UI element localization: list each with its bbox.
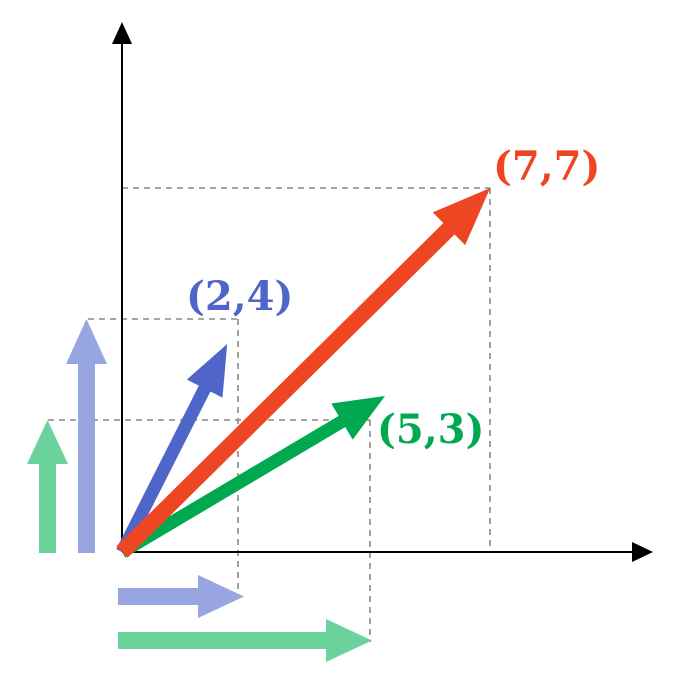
green-vector-arrow	[118, 396, 385, 558]
green-vector-shaft	[118, 413, 349, 558]
red-vector-arrow	[116, 188, 491, 558]
blue-x-component-arrow	[118, 575, 244, 618]
blue-vector-head	[186, 344, 228, 398]
vectors	[116, 188, 491, 558]
axes	[121, 42, 635, 553]
green-x-component-arrow	[118, 619, 372, 662]
blue-y-component-arrow	[66, 319, 107, 553]
red-vector-shaft	[116, 220, 458, 558]
green-y-component-arrow	[27, 420, 68, 553]
label-red-vector: (7,7)	[493, 143, 600, 190]
component-arrows	[27, 319, 372, 662]
blue-vector-arrow	[116, 344, 228, 555]
green-vector-head	[331, 396, 385, 440]
y-axis-arrowhead	[112, 22, 132, 44]
label-green-vector: (5,3)	[377, 406, 484, 453]
x-axis-arrowhead	[632, 542, 653, 562]
label-blue-vector: (2,4)	[186, 273, 293, 320]
blue-vector-shaft	[116, 382, 213, 555]
red-vector-head	[432, 188, 491, 246]
